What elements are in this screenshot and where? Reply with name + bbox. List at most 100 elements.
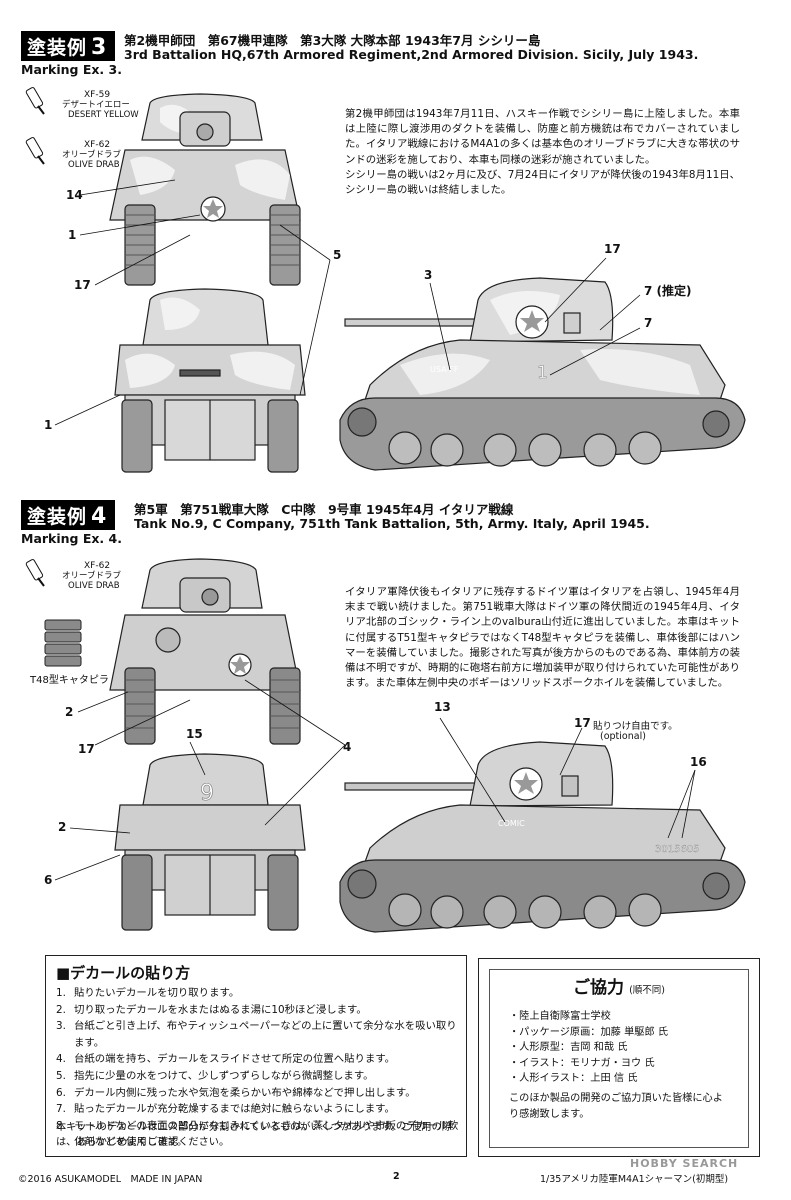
callout-17: 17: [604, 242, 621, 256]
badge-number: 3: [91, 35, 108, 60]
paint-name-en: OLIVE DRAB: [68, 160, 120, 170]
decal-instructions-box: ■デカールの貼り方 1.貼りたいデカールを切り取ります。 2.切り取ったデカール…: [45, 955, 467, 1157]
cooperation-list: ・陸上自衛隊富士学校 ・パッケージ原画：加藤 単駆郎 氏 ・人形原型：吉岡 和哉…: [509, 1009, 668, 1087]
watermark-logo: HOBBY SEARCH: [630, 1157, 739, 1170]
callout-2: 2: [58, 820, 67, 834]
step-number: 1.: [56, 987, 66, 999]
callout-1: 1: [68, 228, 77, 242]
section3-marking: Marking Ex. 3.: [21, 62, 122, 77]
section4-marking: Marking Ex. 4.: [21, 531, 122, 546]
hull-text: USA-FF: [430, 365, 459, 374]
callout-14: 14: [66, 188, 83, 202]
step-number: 4.: [56, 1053, 66, 1066]
section3-title-jp: 第2機甲師団 第67機甲連隊 第3大隊 大隊本部 1943年7月 シシリー島: [124, 33, 541, 48]
cooperation-item: ・イラスト：モリナガ・ヨウ 氏: [509, 1057, 655, 1069]
paint-xf59: XF-59 デザートイエロー DESERT YELLOW: [54, 90, 139, 120]
tank-front-view-4: [109, 558, 301, 745]
callout-4: 4: [343, 740, 352, 754]
decal-note: 本キットのデカールは二ス部分が分割されているものがいくつかあります。ご使用の際は…: [56, 1122, 452, 1148]
hull-number: 1: [537, 363, 548, 383]
section4-description: イタリア軍降伏後もイタリアに残存するドイツ軍はイタリアを占領し、1945年4月末…: [345, 586, 740, 690]
cooperation-subtitle: (順不同): [629, 985, 665, 996]
step-number: 6.: [56, 1086, 66, 1099]
tank-rear-view-4: [114, 753, 306, 931]
callout-7-estimated: 7 (推定): [644, 284, 692, 298]
leader-lines-4: [54, 679, 696, 881]
tank-name: COMIC: [498, 819, 525, 828]
footer-copyright: ©2016 ASUKAMODEL MADE IN JAPAN: [18, 1174, 203, 1185]
tank-rear-view-3: [114, 288, 306, 473]
decal-step: 7. 貼ったデカールが充分乾燥するまでは絶対に触らないようにします。: [56, 1101, 460, 1118]
tank-side-view-3: [339, 277, 746, 471]
decal-step: 2. 切り取ったデカールを水またはぬるま湯に10秒ほど浸します。: [56, 1002, 460, 1019]
callout-6: 6: [44, 873, 53, 887]
page-number: 2: [393, 1171, 400, 1182]
cooperation-title-row: ご協力 (順不同): [479, 973, 759, 998]
decal-step: 6. デカール内側に残った水や気泡を柔らかい布や綿棒などで押し出します。: [56, 1085, 460, 1102]
paint-bottle-icon: [25, 87, 45, 115]
callout-2: 2: [65, 705, 74, 719]
paint-name-jp: オリーブドラブ: [62, 571, 121, 581]
callout-17-optional: 17: [574, 716, 591, 730]
callout-5: 5: [333, 248, 342, 262]
step-number: 5.: [56, 1069, 66, 1082]
step-text: 台紙の端を持ち、デカールをスライドさせて所定の位置へ貼ります。: [74, 1053, 396, 1066]
callout-7: 7: [644, 316, 653, 330]
section4-title-en: Tank No.9, C Company, 751th Tank Battali…: [134, 516, 650, 531]
cooperation-item: ・人形イラスト：上田 信 氏: [509, 1073, 638, 1084]
footer-product: 1/35アメリカ陸軍M4A1シャーマン(初期型): [540, 1174, 729, 1185]
step-text: デカール内側に残った水や気泡を柔らかい布や綿棒などで押し出します。: [74, 1086, 416, 1099]
callout-17: 17: [74, 278, 91, 292]
paint-code: XF-62: [84, 561, 111, 571]
serial-number: 3015605: [655, 844, 700, 855]
section4-title-jp: 第5軍 第751戦車大隊 C中隊 9号車 1945年4月 イタリア戦線: [134, 502, 514, 517]
optional-note-en: (optional): [600, 731, 646, 742]
callout-15: 15: [186, 727, 203, 741]
paint-name-jp: オリーブドラブ: [62, 150, 121, 160]
step-text: 切り取ったデカールを水またはぬるま湯に10秒ほど浸します。: [74, 1003, 367, 1016]
step-number: 8.: [56, 1119, 66, 1132]
paint-xf62: XF-62 オリーブドラブ OLIVE DRAB: [54, 140, 121, 170]
paint-code: XF-62: [84, 140, 111, 150]
step-text: 貼ったデカールが充分乾燥するまでは絶対に触らないようにします。: [74, 1103, 395, 1116]
cooperation-thanks: このほか製品の開発のご協力頂いた皆様に心より感謝致します。: [509, 1093, 723, 1120]
step-text: 貼りたいデカールを切り取ります。: [74, 987, 240, 999]
paint-name-en: OLIVE DRAB: [68, 581, 120, 591]
step-number: 2.: [56, 1003, 66, 1016]
callout-13: 13: [434, 700, 451, 714]
tank-side-view-4: [339, 741, 746, 933]
paint-bottle-icon: [25, 137, 45, 165]
description-paragraph: シシリー島の戦いは2ヶ月に及び、7月24日にイタリアが降伏後の1943年8月11…: [345, 168, 740, 197]
callout-17: 17: [78, 742, 95, 756]
cooperation-title: ご協力: [572, 978, 624, 998]
badge-label: 塗装例: [27, 506, 88, 528]
leader-lines-3: [54, 179, 641, 426]
step-text: 台紙ごと引き上げ、布やティッシュペーパーなどの上に置いて余分な水を吸い取ります。: [74, 1020, 457, 1049]
decal-step: 3.台紙ごと引き上げ、布やティッシュペーパーなどの上に置いて余分な水を吸い取りま…: [56, 1018, 460, 1051]
decal-steps-list: 1. 貼りたいデカールを切り取ります。 2. 切り取ったデカールを水またはぬるま湯に…: [56, 985, 460, 1151]
cooperation-item: ・陸上自衛隊富士学校: [509, 1011, 611, 1022]
decal-step: 8. モールドなどの表面の凹凸になじみにくいときは、蒸しタオルや市販のデカール軟化…: [56, 1118, 460, 1151]
cooperation-item: ・人形原型：吉岡 和哉 氏: [509, 1042, 628, 1053]
callout-16: 16: [690, 755, 707, 769]
decal-step: 5.指先に少量の水をつけて、少しずつずらしながら微調整します。: [56, 1068, 460, 1085]
step-number: 7.: [56, 1103, 66, 1116]
callout-3: 3: [424, 268, 433, 282]
badge-number: 4: [91, 504, 108, 529]
decal-step: 4. 台紙の端を持ち、デカールをスライドさせて所定の位置へ貼ります。: [56, 1051, 460, 1068]
paint-xf62: XF-62 オリーブドラブ OLIVE DRAB: [54, 561, 121, 591]
paint-bottle-icon: [25, 559, 45, 587]
description-paragraph: 第2機甲師団は1943年7月11日、ハスキー作戦でシシリー島に上陸しました。本車…: [345, 108, 740, 166]
turret-number: 9: [200, 781, 214, 806]
step-text: モールドなどの表面の凹凸になじみにくいときは、蒸しタオルや市販のデカール軟化剤な…: [74, 1119, 459, 1149]
track-label: T48型キャタピラ: [30, 675, 109, 686]
cooperation-box: ご協力 (順不同) ・陸上自衛隊富士学校 ・パッケージ原画：加藤 単駆郎 氏 ・…: [478, 958, 760, 1157]
optional-note-jp: 貼りつけ自由です。: [593, 721, 678, 732]
section3-title-en: 3rd Battalion HQ,67th Armored Regiment,2…: [124, 47, 699, 62]
paint-code: XF-59: [84, 90, 111, 100]
section3-description: 第2機甲師団は1943年7月11日、ハスキー作戦でシシリー島に上陸しました。本車…: [345, 107, 740, 198]
